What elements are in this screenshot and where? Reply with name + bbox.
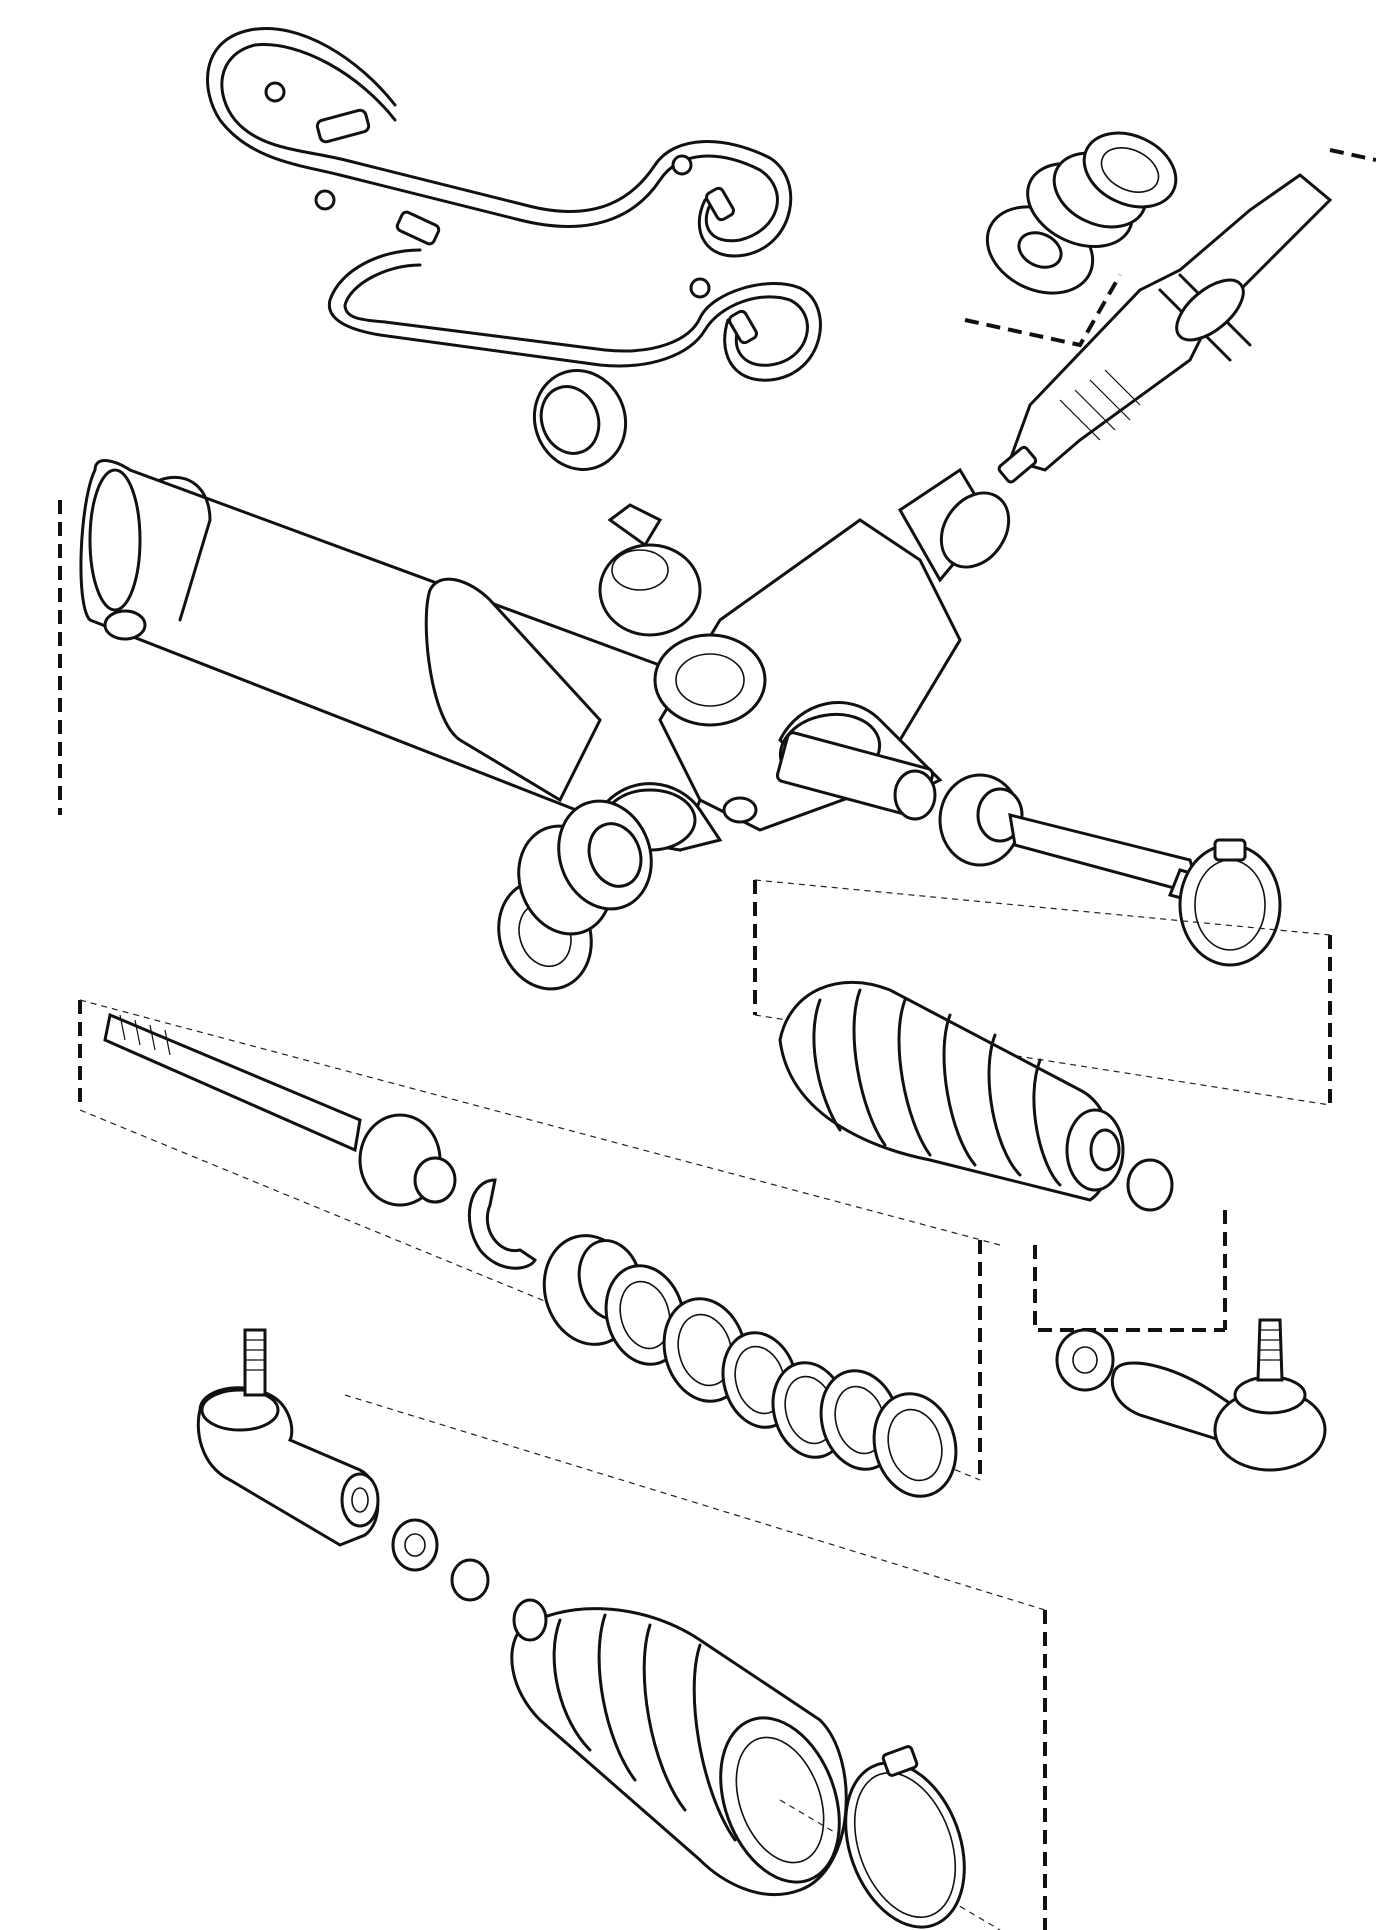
fitting-washer	[314, 189, 336, 211]
tie-rod-end-left	[196, 1328, 490, 1602]
lower-bearing-set	[497, 799, 653, 991]
pinion-bearing-set	[964, 131, 1376, 348]
fitting-washer	[671, 154, 693, 176]
rack-seal-set	[467, 1178, 958, 1498]
valve-cap	[532, 369, 702, 637]
boot-right	[753, 879, 1332, 1212]
tie-rod-end-right	[1033, 1210, 1327, 1472]
rack-housing	[58, 459, 1011, 852]
boot-clamp	[844, 1745, 966, 1929]
pinion-shaft	[997, 173, 1333, 484]
fluid-lines	[206, 27, 822, 382]
inner-tie-rod-right	[938, 773, 1282, 967]
boot-left	[344, 1394, 1047, 1930]
fitting-washer	[264, 81, 286, 103]
inner-tie-rod-left	[78, 999, 1001, 1481]
fitting-washer	[689, 277, 711, 299]
